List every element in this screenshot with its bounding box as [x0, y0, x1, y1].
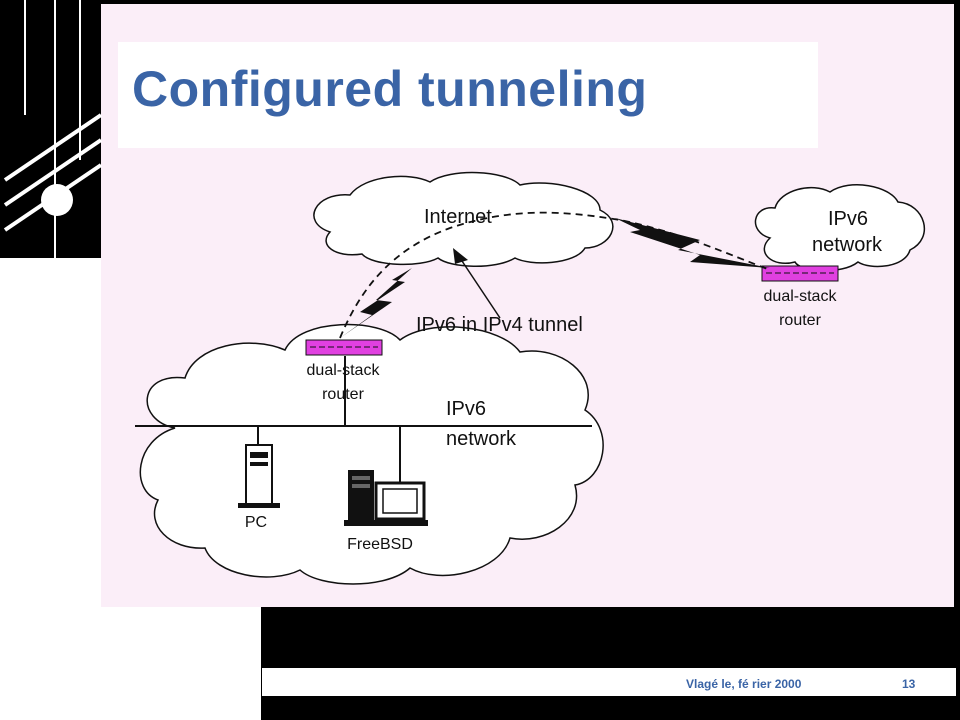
page-number: 13	[902, 677, 916, 691]
left-ipv6-cloud	[139, 323, 604, 585]
tunnel-path	[339, 211, 771, 339]
title-panel	[118, 42, 818, 148]
left-router-label-line1: dual-stack	[306, 362, 380, 379]
corner-decoration	[0, 0, 261, 720]
tunnel-label-arrow	[453, 248, 501, 319]
freebsd-label: FreeBSD	[347, 536, 413, 553]
lan-bus	[135, 356, 592, 482]
left-router-icon	[305, 339, 383, 356]
freebsd-workstation-icon	[344, 470, 428, 526]
pc-tower-icon	[238, 444, 280, 508]
left-network-label-line1: IPv6	[446, 398, 487, 420]
footer-strip	[262, 668, 956, 696]
tunnel-label: IPv6 in IPv4 tunnel	[416, 314, 583, 336]
left-lightning-icon	[340, 268, 412, 338]
pc-label: PC	[244, 514, 268, 531]
right-router-label-line2: router	[779, 312, 821, 329]
slide-title: Configured tunneling	[132, 61, 648, 117]
right-ipv6-cloud	[754, 184, 926, 272]
left-router-label-line2: router	[322, 386, 364, 403]
right-router-icon	[761, 265, 839, 282]
footer-text: Vlagé le, fé rier 2000	[686, 677, 802, 691]
right-router-label-line1: dual-stack	[763, 288, 837, 305]
right-network-label-line1: IPv6	[827, 208, 869, 230]
internet-cloud	[313, 171, 614, 267]
right-lightning-icon	[615, 218, 770, 268]
internet-label: Internet	[424, 206, 492, 228]
right-network-label-line2: network	[811, 234, 883, 256]
left-network-label-line2: network	[446, 428, 517, 450]
